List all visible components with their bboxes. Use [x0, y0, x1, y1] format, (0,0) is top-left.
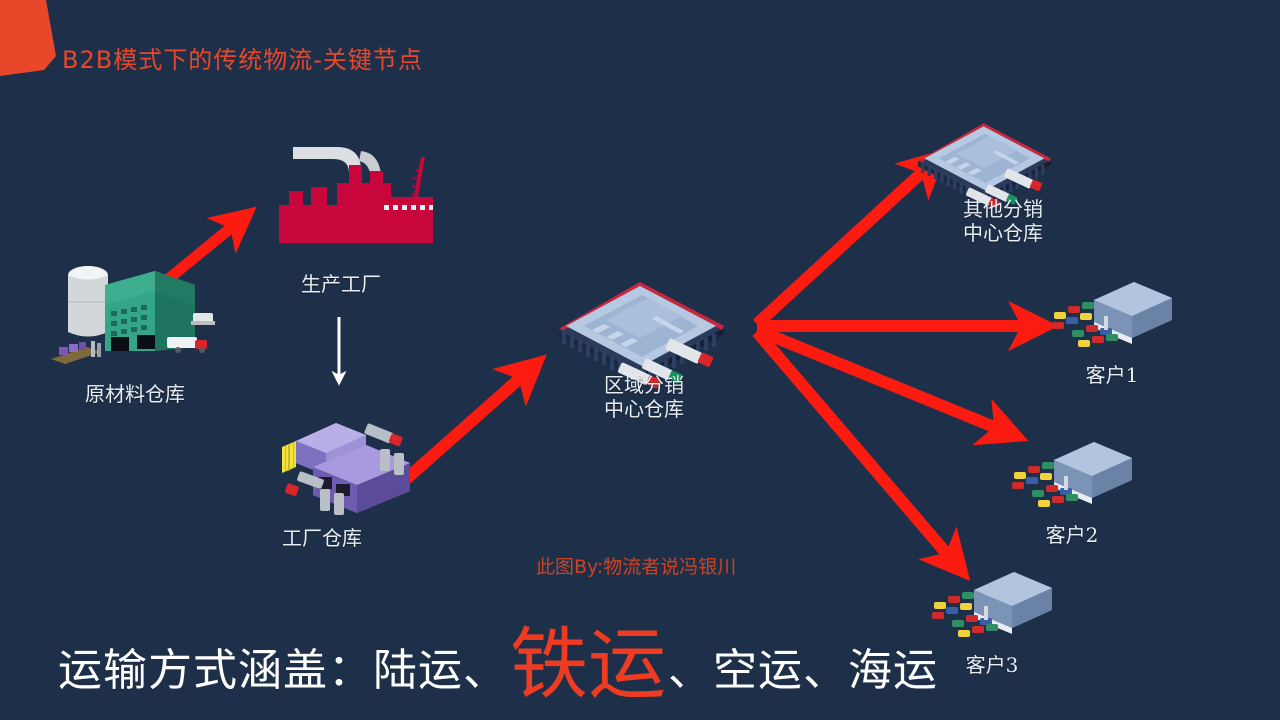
footer-emphasis: 铁运 [510, 620, 667, 710]
node-factory-warehouse[interactable]: 工厂仓库 [258, 405, 448, 565]
retail-store-with-parking-icon [932, 572, 1052, 637]
purple-warehouse-icon [282, 423, 410, 515]
footer-suffix: 、空运、海运 [668, 645, 939, 696]
node-other-distribution-center[interactable]: 其他分销 中心仓库 [900, 112, 1110, 262]
node-label: 客户1 [1085, 363, 1139, 387]
node-label: 其他分销 中心仓库 [963, 197, 1043, 245]
page-title: B2B模式下的传统物流-关键节点 [62, 46, 423, 74]
retail-store-with-parking-icon [1012, 442, 1132, 507]
blue-distribution-center-icon [558, 282, 724, 389]
watermark-text: 此图By:物流者说冯银川 [536, 556, 737, 578]
retail-store-with-parking-icon [1052, 282, 1172, 347]
node-customer-3[interactable]: 客户3 [928, 562, 1068, 682]
node-label: 生产工厂 [301, 272, 381, 296]
node-label: 客户2 [1045, 523, 1099, 547]
node-regional-distribution-center[interactable]: 区域分销 中心仓库 [548, 268, 778, 438]
node-label: 客户3 [965, 653, 1019, 677]
footer-prefix: 运输方式涵盖：陆运、 [58, 645, 508, 696]
node-label: 工厂仓库 [282, 526, 362, 550]
node-label: 区域分销 中心仓库 [604, 373, 684, 421]
node-customer-2[interactable]: 客户2 [1008, 432, 1148, 552]
node-customer-1[interactable]: 客户1 [1048, 272, 1188, 392]
factory-with-smokestacks-icon [279, 147, 433, 243]
arrow-rdc-to-customer-2 [754, 324, 1029, 446]
footer-transport-modes: 运输方式涵盖：陆运、 铁运 、空运、海运 [58, 620, 939, 710]
blue-distribution-center-icon [918, 123, 1051, 209]
green-warehouse-with-silo-icon [51, 266, 215, 364]
node-raw-material-warehouse[interactable]: 原材料仓库 [45, 255, 225, 420]
node-production-factory[interactable]: 生产工厂 [265, 125, 450, 296]
node-label: 原材料仓库 [85, 382, 185, 406]
arrow-rdc-to-customer-3 [752, 328, 971, 582]
